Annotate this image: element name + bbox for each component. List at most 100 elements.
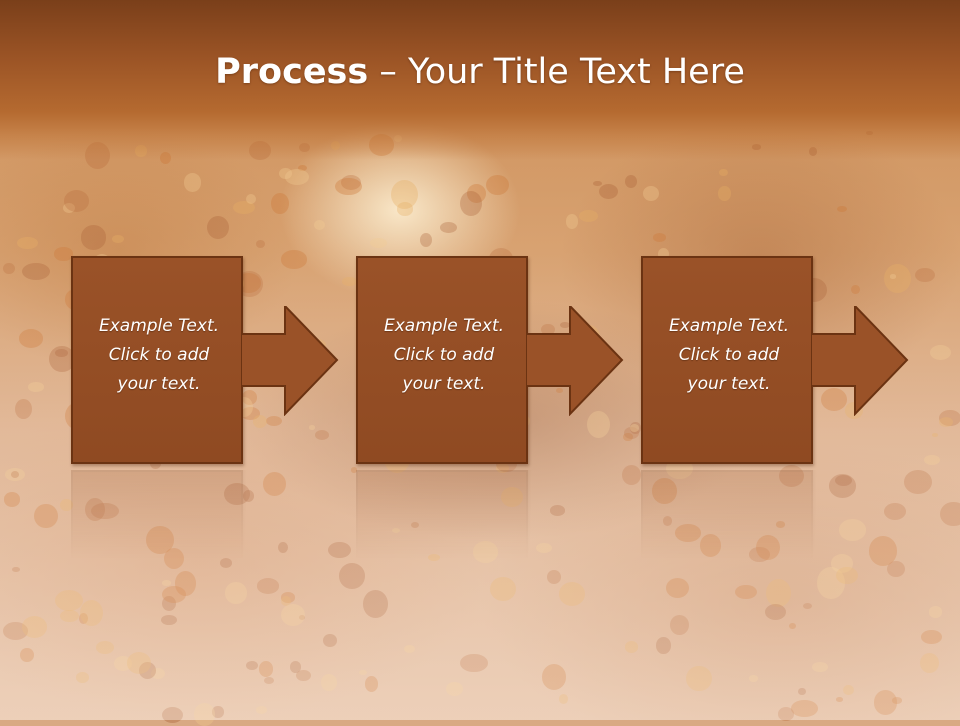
leaf-speck: [262, 472, 286, 497]
leaf-speck: [34, 503, 58, 529]
leaf-speck: [621, 464, 642, 486]
leaf-speck: [718, 186, 731, 201]
leaf-speck: [662, 516, 673, 526]
slide-title[interactable]: Process – Your Title Text Here: [0, 52, 960, 92]
leaf-speck: [940, 501, 960, 526]
leaf-speck: [60, 609, 80, 623]
leaf-speck: [139, 662, 157, 679]
leaf-speck: [320, 674, 337, 691]
leaf-speck: [315, 430, 329, 441]
leaf-speck: [290, 660, 302, 673]
leaf-speck: [160, 614, 178, 625]
step-text[interactable]: Example Text. Click to add your text.: [643, 312, 815, 399]
leaf-speck: [225, 582, 247, 604]
leaf-speck: [151, 668, 166, 680]
leaf-speck: [578, 210, 598, 223]
step-box[interactable]: Example Text. Click to add your text.: [71, 256, 243, 464]
leaf-speck: [280, 603, 305, 627]
leaf-speck: [242, 489, 255, 503]
leaf-speck: [2, 622, 29, 640]
leaf-speck: [341, 175, 362, 191]
leaf-speck: [127, 652, 152, 675]
step-reflection: [356, 470, 626, 560]
leaf-speck: [264, 677, 274, 685]
leaf-speck: [834, 474, 853, 486]
leaf-speck: [85, 497, 106, 522]
leaf-speck: [938, 417, 953, 427]
right-arrow-icon: [526, 306, 624, 416]
leaf-speck: [246, 660, 258, 670]
leaf-speck: [778, 707, 795, 721]
leaf-speck: [295, 669, 311, 681]
leaf-speck: [80, 225, 107, 250]
leaf-speck: [719, 169, 728, 177]
leaf-speck: [670, 615, 690, 636]
leaf-speck: [63, 203, 75, 214]
leaf-speck: [278, 167, 292, 179]
leaf-speck: [298, 614, 305, 620]
leaf-speck: [924, 454, 940, 465]
leaf-speck: [17, 236, 38, 250]
leaf-speck: [836, 205, 847, 212]
leaf-speck: [54, 247, 73, 261]
leaf-speck: [623, 432, 633, 441]
leaf-speck: [873, 690, 898, 716]
title-rest-part: – Your Title Text Here: [368, 52, 745, 92]
leaf-speck: [63, 189, 90, 212]
leaf-speck: [184, 173, 201, 192]
leaf-speck: [10, 470, 19, 478]
leaf-speck: [59, 498, 73, 512]
leaf-speck: [586, 410, 610, 438]
step-text-line-2: Click to add: [108, 345, 210, 365]
step-text-line-2: Click to add: [393, 345, 495, 365]
leaf-speck: [49, 345, 75, 373]
leaf-speck: [541, 664, 567, 691]
leaf-speck: [323, 634, 337, 648]
leaf-speck: [28, 382, 45, 392]
leaf-speck: [592, 180, 603, 187]
leaf-speck: [802, 602, 812, 609]
leaf-speck: [828, 473, 857, 498]
leaf-speck: [889, 274, 897, 279]
leaf-speck: [256, 578, 280, 594]
leaf-speck: [241, 390, 258, 406]
leaf-speck: [665, 578, 690, 598]
step-text-line-3: your text.: [117, 374, 201, 394]
leaf-speck: [358, 669, 367, 676]
step-text[interactable]: Example Text. Click to add your text.: [358, 312, 530, 399]
leaf-speck: [258, 661, 274, 677]
leaf-speck: [280, 250, 308, 269]
step-text[interactable]: Example Text. Click to add your text.: [73, 312, 245, 399]
leaf-speck: [656, 637, 671, 655]
process-step-1[interactable]: Example Text. Click to add your text.: [71, 256, 341, 468]
step-reflection: [71, 470, 341, 560]
leaf-speck: [342, 276, 357, 287]
process-step-3[interactable]: Example Text. Click to add your text.: [641, 256, 911, 468]
leaf-speck: [14, 398, 33, 420]
leaf-speck: [175, 571, 197, 596]
leaf-speck: [55, 348, 69, 358]
leaf-speck: [12, 566, 21, 573]
leaf-speck: [919, 652, 939, 673]
leaf-speck: [253, 415, 268, 429]
leaf-speck: [623, 426, 639, 439]
step-box[interactable]: Example Text. Click to add your text.: [356, 256, 528, 464]
leaf-speck: [812, 661, 829, 672]
leaf-speck: [472, 541, 499, 563]
leaf-speck: [842, 684, 854, 696]
process-step-2[interactable]: Example Text. Click to add your text.: [356, 256, 626, 468]
leaf-speck: [765, 603, 786, 620]
right-arrow-icon: [811, 306, 909, 416]
leaf-speck: [798, 688, 806, 696]
leaf-speck: [78, 613, 88, 625]
step-box[interactable]: Example Text. Click to add your text.: [641, 256, 813, 464]
leaf-speck: [313, 219, 325, 231]
leaf-speck: [265, 415, 283, 427]
leaf-speck: [652, 478, 677, 504]
step-text-line-3: your text.: [687, 374, 771, 394]
leaf-speck: [161, 706, 183, 723]
leaf-speck: [4, 467, 26, 482]
leaf-speck: [558, 581, 586, 606]
leaf-speck: [820, 388, 848, 412]
leaf-speck: [624, 641, 639, 653]
